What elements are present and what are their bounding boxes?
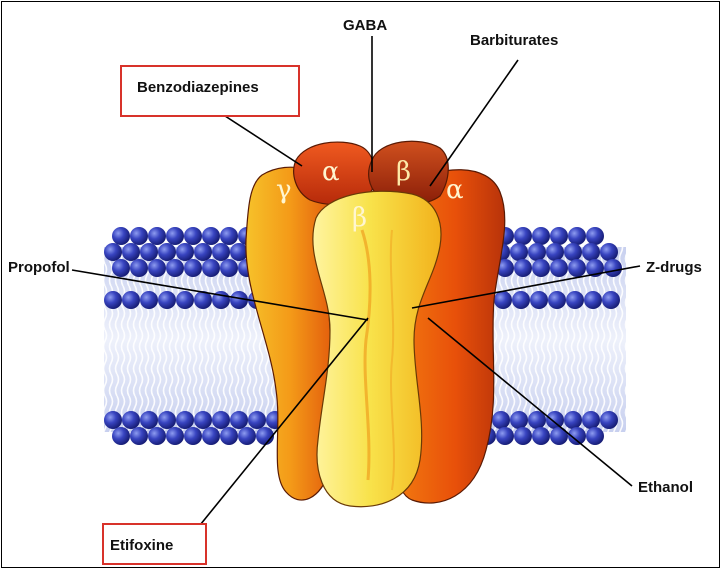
ethanol-label: Ethanol	[638, 479, 693, 496]
lipid-head	[158, 291, 176, 309]
lipid-head	[122, 291, 140, 309]
lipid-head	[512, 291, 530, 309]
lipid-head	[148, 259, 166, 277]
lipid-head	[148, 427, 166, 445]
lipid-head	[130, 227, 148, 245]
lipid-head	[184, 259, 202, 277]
lipid-head	[600, 411, 618, 429]
alpha-right-label: α	[446, 175, 464, 205]
lipid-head	[546, 243, 564, 261]
lipid-head	[564, 411, 582, 429]
lipid-head	[602, 291, 620, 309]
lipid-head	[514, 259, 532, 277]
lipid-head	[176, 243, 194, 261]
lipid-head	[532, 259, 550, 277]
lipid-head	[532, 427, 550, 445]
lipid-head	[604, 259, 622, 277]
gaba-label: GABA	[343, 17, 387, 34]
lipid-head	[220, 227, 238, 245]
alpha-left-label: α	[322, 157, 340, 187]
beta-back-label: β	[396, 157, 411, 187]
lipid-head	[550, 427, 568, 445]
barbiturates-label: Barbiturates	[470, 32, 558, 49]
lipid-head	[140, 411, 158, 429]
lipid-head	[148, 227, 166, 245]
barbiturates-leader	[430, 60, 518, 186]
lipid-head	[230, 411, 248, 429]
lipid-head	[550, 227, 568, 245]
receptor-channel: γ α β α β	[246, 141, 505, 506]
lipid-head	[248, 411, 266, 429]
lipid-head	[202, 227, 220, 245]
lipid-head	[530, 291, 548, 309]
lipid-head	[568, 227, 586, 245]
lipid-head	[122, 411, 140, 429]
lipid-head	[532, 227, 550, 245]
lipid-head	[550, 259, 568, 277]
z-drugs-label: Z-drugs	[646, 259, 702, 276]
lipid-head	[238, 427, 256, 445]
lipid-head	[496, 427, 514, 445]
benzodiazepines-leader	[222, 114, 302, 166]
lipid-head	[492, 411, 510, 429]
lipid-head	[528, 243, 546, 261]
lipid-head	[220, 259, 238, 277]
etifoxine-label: Etifoxine	[110, 537, 173, 554]
lipid-head	[166, 427, 184, 445]
lipid-head	[568, 259, 586, 277]
lipid-head	[166, 259, 184, 277]
lipid-head	[112, 259, 130, 277]
lipid-head	[548, 291, 566, 309]
lipid-head	[586, 427, 604, 445]
lipid-head	[104, 291, 122, 309]
lipid-head	[158, 411, 176, 429]
lipid-head	[130, 259, 148, 277]
lipid-head	[176, 291, 194, 309]
lipid-head	[166, 227, 184, 245]
lipid-head	[112, 427, 130, 445]
lipid-head	[584, 291, 602, 309]
lipid-head	[514, 427, 532, 445]
lipid-head	[140, 243, 158, 261]
lipid-head	[184, 227, 202, 245]
lipid-head	[112, 227, 130, 245]
lipid-head	[158, 243, 176, 261]
lipid-head	[220, 427, 238, 445]
lipid-head	[510, 411, 528, 429]
lipid-head	[212, 243, 230, 261]
lipid-head	[564, 243, 582, 261]
propofol-label: Propofol	[8, 259, 70, 276]
lipid-head	[566, 291, 584, 309]
beta-front-label: β	[352, 203, 367, 233]
lipid-head	[494, 291, 512, 309]
lipid-head	[586, 227, 604, 245]
lipid-head	[202, 427, 220, 445]
lipid-head	[600, 243, 618, 261]
gamma-label: γ	[276, 175, 292, 205]
lipid-head	[514, 227, 532, 245]
lipid-head	[194, 243, 212, 261]
lipid-head	[510, 243, 528, 261]
lipid-head	[140, 291, 158, 309]
lipid-head	[546, 411, 564, 429]
lipid-head	[130, 427, 148, 445]
lipid-head	[176, 411, 194, 429]
lipid-head	[582, 411, 600, 429]
lipid-head	[184, 427, 202, 445]
lipid-head	[212, 411, 230, 429]
lipid-head	[104, 243, 122, 261]
lipid-head	[122, 243, 140, 261]
lipid-head	[582, 243, 600, 261]
lipid-head	[202, 259, 220, 277]
lipid-head	[104, 411, 122, 429]
lipid-head	[194, 411, 212, 429]
benzodiazepines-label: Benzodiazepines	[137, 79, 259, 96]
